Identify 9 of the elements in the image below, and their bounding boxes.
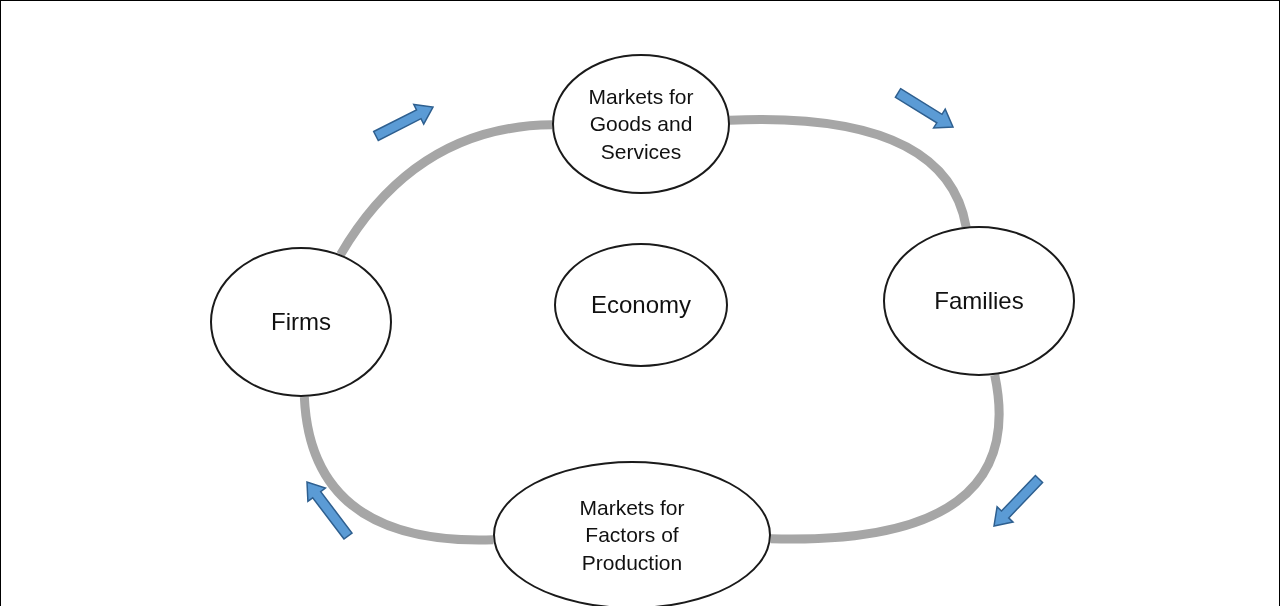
- ring-connector: [299, 396, 494, 545]
- ring-connector: [770, 374, 1004, 544]
- node-label: Economy: [590, 290, 691, 321]
- node-label: Firms: [271, 307, 331, 338]
- ring-connector: [729, 115, 971, 228]
- node-label: Markets for Factors of Production: [578, 495, 686, 576]
- node-label: Markets for Goods and Services: [587, 84, 695, 165]
- node-label: Families: [934, 286, 1024, 317]
- ring-connector: [336, 120, 553, 257]
